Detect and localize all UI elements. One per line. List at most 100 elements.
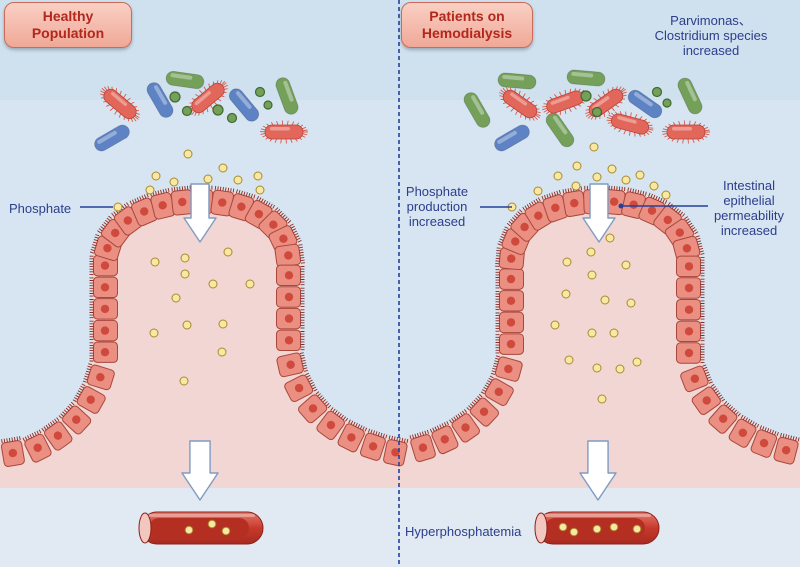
phosphate-dot	[587, 270, 597, 280]
phosphate-dot	[626, 298, 636, 308]
epithelial-cell	[676, 320, 705, 343]
permeability-pointer-dot	[618, 203, 624, 209]
cell-nucleus	[684, 262, 694, 271]
cell-nucleus	[781, 445, 791, 455]
cell-nucleus	[269, 220, 278, 229]
epithelial-cell	[298, 391, 332, 424]
cell-nucleus	[86, 395, 95, 404]
phosphate-particles	[113, 142, 671, 404]
epithelial-cell	[41, 417, 73, 451]
brush-border	[300, 331, 305, 351]
epithelial-cell	[480, 375, 514, 406]
cell-nucleus	[418, 443, 428, 452]
cell-nucleus	[507, 254, 516, 263]
phosphate-dot	[609, 328, 619, 338]
intestinal-tissue	[0, 188, 800, 488]
brush-border	[89, 299, 94, 319]
bacterium-coccus	[169, 91, 181, 103]
brush-border	[89, 255, 94, 275]
cell-nucleus	[511, 237, 520, 246]
phosphate-dot	[218, 163, 228, 173]
down-arrow	[183, 183, 217, 243]
cell-nucleus	[284, 314, 294, 323]
epithelial-cell	[284, 372, 318, 402]
bacterium-rod	[94, 124, 130, 152]
brush-border	[41, 417, 60, 432]
vessel-opening	[138, 512, 152, 544]
brush-border	[89, 342, 94, 362]
phosphate-dot	[609, 522, 619, 532]
brush-border	[388, 435, 409, 444]
bacterium-rod	[165, 70, 205, 90]
blood-vessel	[138, 511, 264, 545]
brush-border	[700, 278, 705, 298]
phosphate-dot	[649, 181, 659, 191]
epithelial-cell	[429, 421, 459, 455]
epithelial-cell	[495, 333, 524, 355]
cell-nucleus	[506, 339, 516, 349]
phosphate-dot	[180, 253, 190, 263]
cell-nucleus	[158, 201, 167, 210]
phosphate-dot	[661, 190, 671, 200]
epithelial-cell	[495, 290, 524, 312]
brush-border	[299, 352, 308, 372]
bacterium-rod	[146, 82, 174, 118]
bacterium-coccus	[212, 104, 224, 116]
cell-nucleus	[440, 435, 449, 444]
epithelial-cell	[541, 189, 569, 223]
cell-nucleus	[123, 216, 133, 225]
epithelial-cell	[360, 428, 388, 461]
phosphate-dot	[223, 247, 233, 257]
epithelial-cell	[150, 187, 176, 220]
brush-border	[497, 226, 509, 246]
brush-border	[695, 235, 705, 255]
cell-nucleus	[506, 318, 516, 327]
bacteria-cluster-right	[463, 69, 710, 152]
leader-lines	[80, 203, 708, 209]
blood-band	[0, 488, 800, 567]
bacterium-coccus	[580, 90, 592, 102]
epithelial-cell	[89, 319, 118, 342]
hyperphosphatemia-label: Hyperphosphatemia	[405, 524, 522, 539]
brush-border	[58, 401, 75, 419]
cell-nucleus	[110, 228, 120, 238]
brush-border	[710, 383, 726, 402]
brush-border	[89, 320, 94, 340]
cell-nucleus	[308, 404, 318, 413]
phosphate-dot	[233, 175, 243, 185]
cell-nucleus	[100, 261, 110, 270]
cell-nucleus	[479, 407, 489, 416]
phosphate-dot	[564, 355, 574, 365]
phosphate-dot	[179, 376, 189, 386]
cell-nucleus	[506, 274, 516, 284]
cell-nucleus	[609, 197, 619, 206]
cell-nucleus	[504, 364, 513, 374]
phosphate-dot	[218, 319, 228, 329]
epithelial-cell	[495, 268, 524, 290]
phosphate-dot	[571, 181, 581, 191]
cell-nucleus	[100, 348, 110, 357]
epithelial-cell	[562, 186, 587, 218]
cell-nucleus	[100, 283, 110, 292]
cell-nucleus	[663, 215, 673, 225]
bacterium-coccus	[591, 106, 603, 118]
epithelial-cell	[89, 298, 118, 320]
phosphate-label: Phosphate	[9, 201, 72, 216]
phosphate-dot	[621, 260, 631, 270]
bacterium-rod	[228, 88, 260, 122]
permeability-label: Intestinal epithelial permeability incre…	[713, 178, 785, 238]
phosphate-dot	[600, 295, 610, 305]
phosphate-dot	[151, 171, 161, 181]
brush-border	[495, 247, 501, 267]
phosphate-dot	[615, 364, 625, 374]
phosphate-dot	[180, 269, 190, 279]
brush-border	[97, 215, 112, 234]
epithelial-cell	[490, 355, 523, 382]
bacterium-flagellated	[259, 120, 308, 144]
phosphate-dot	[182, 320, 192, 330]
epithelial-cell	[89, 276, 118, 299]
cell-nucleus	[218, 198, 227, 207]
cell-nucleus	[237, 202, 246, 211]
cell-nucleus	[682, 244, 692, 253]
